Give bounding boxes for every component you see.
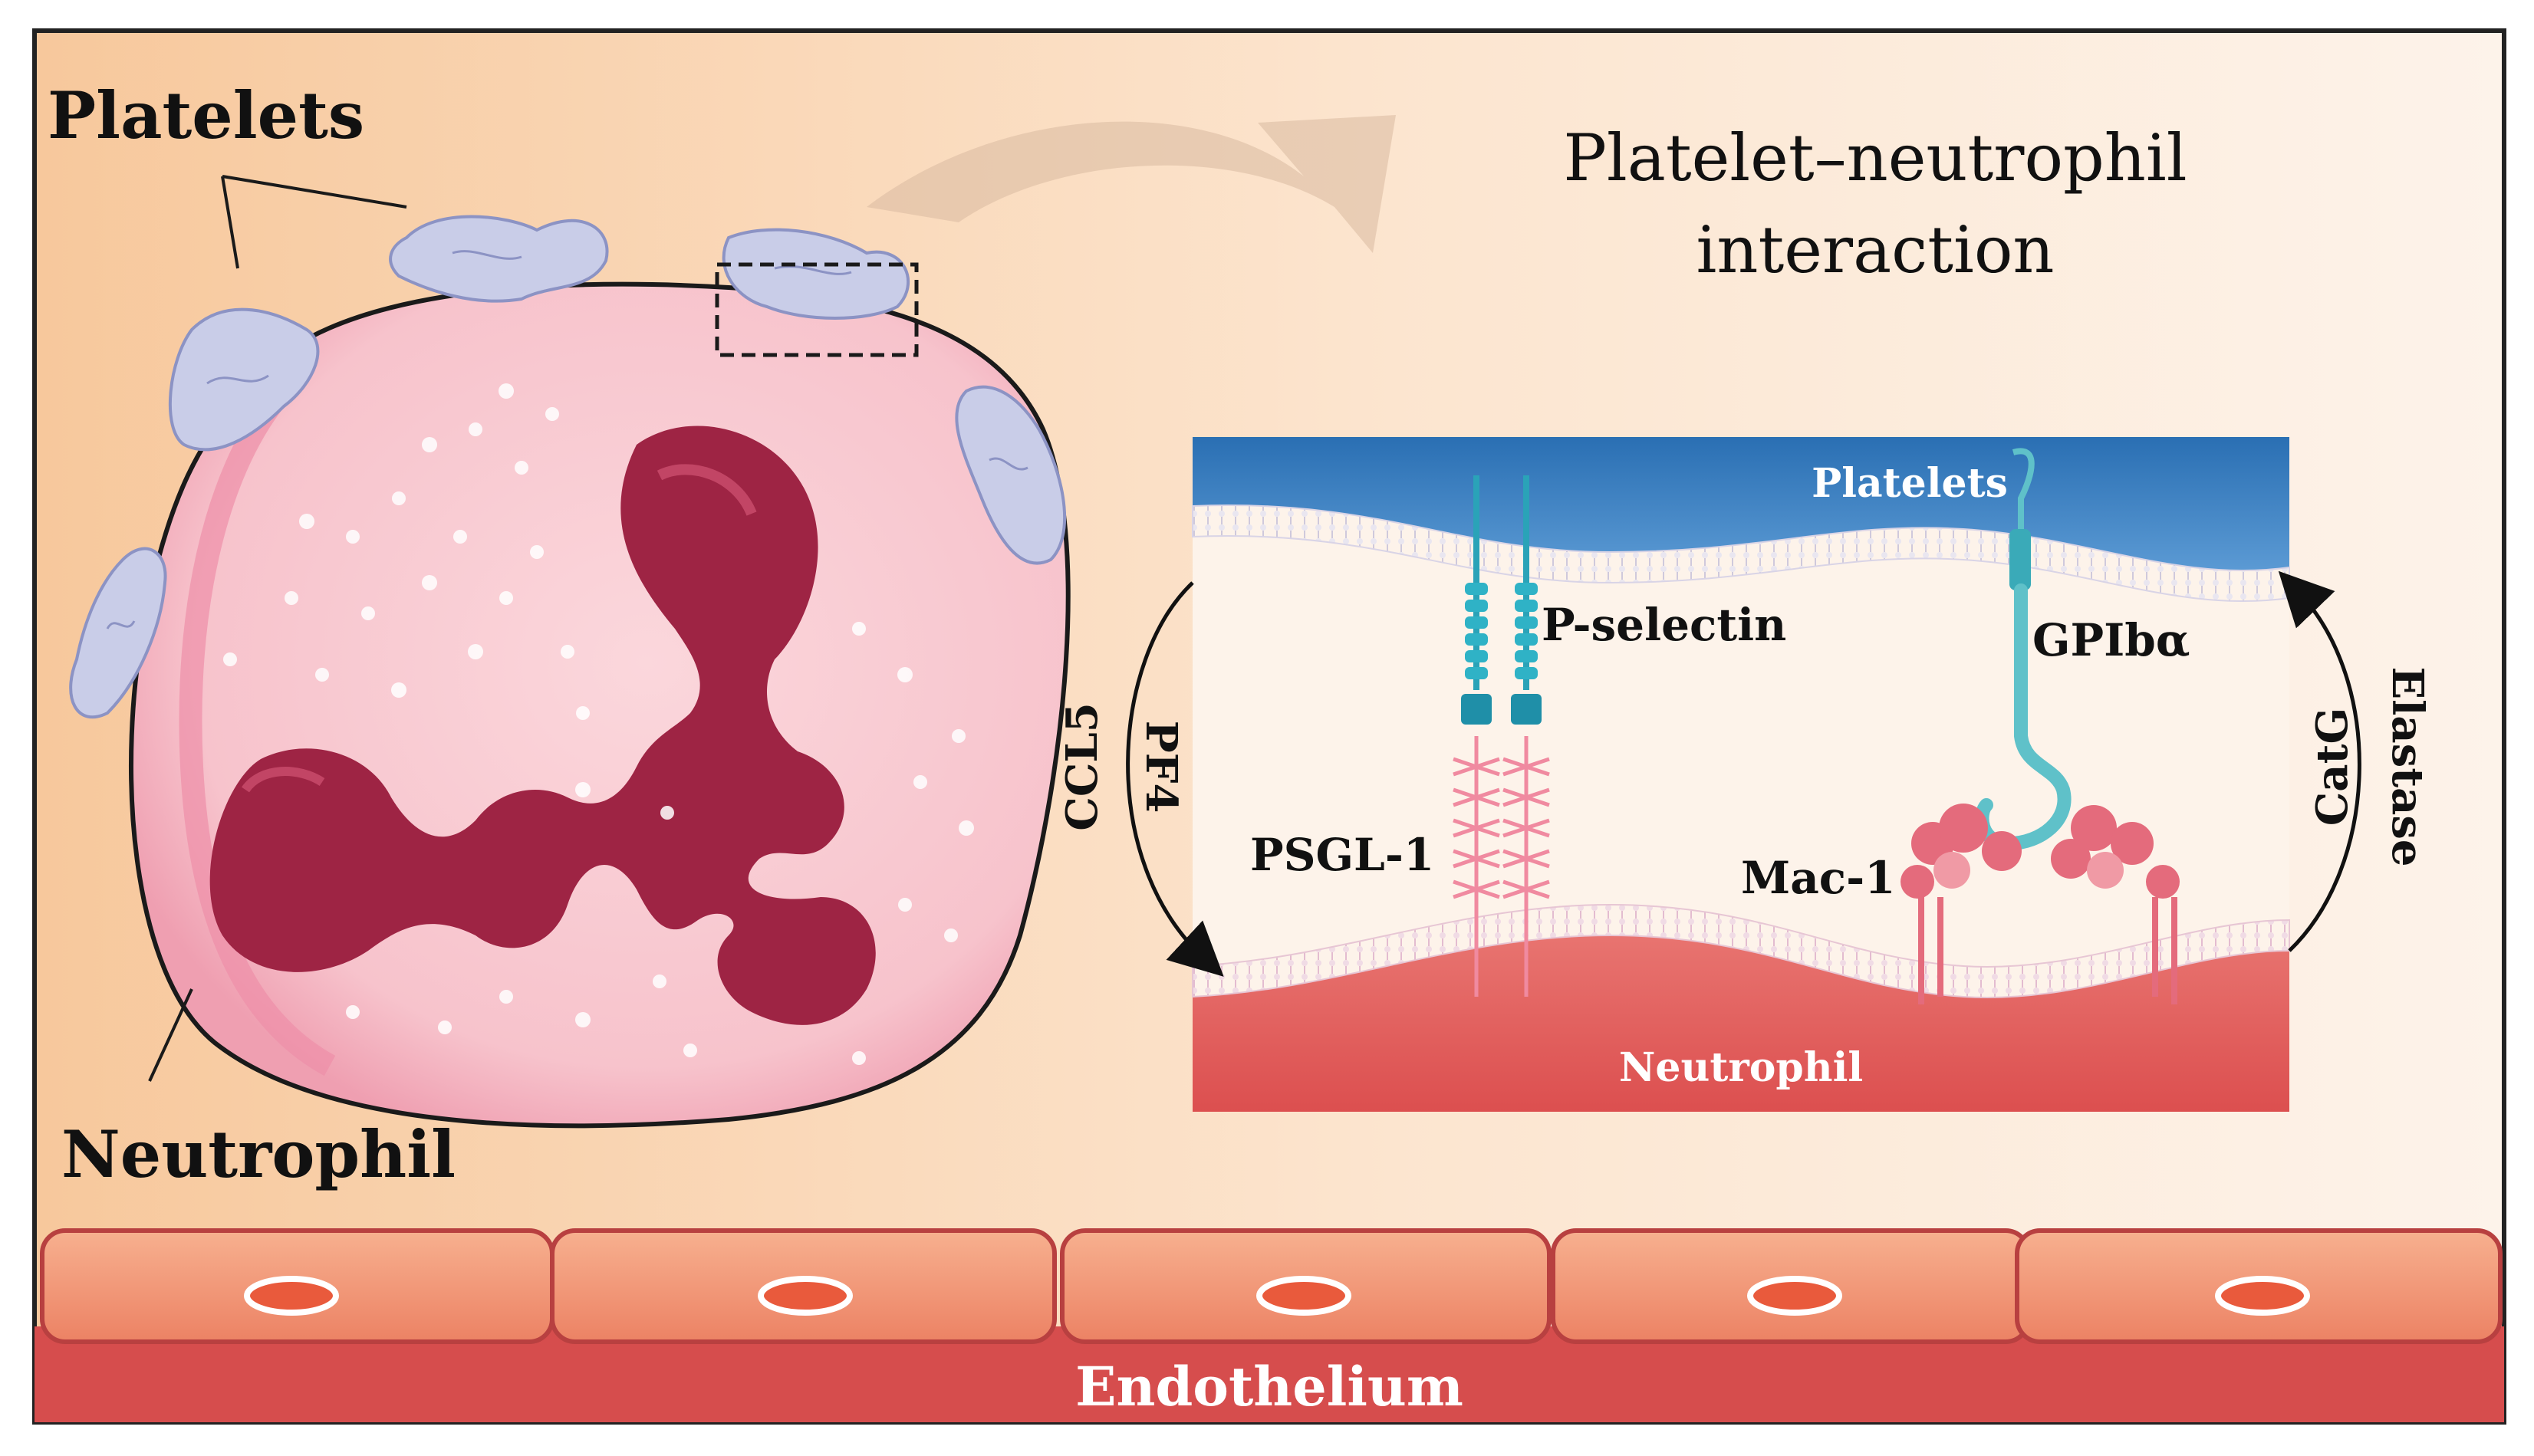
- label-pf4: PF4: [1136, 721, 1186, 813]
- endothelial-nuclei: [244, 1276, 2310, 1316]
- inset-platelet-band: [1193, 437, 2289, 571]
- label-platelets: Platelets: [48, 77, 364, 153]
- platelet: [389, 215, 609, 303]
- label-ccl5: CCL5: [1057, 702, 1107, 830]
- title-line-2: interaction: [1696, 212, 2054, 288]
- p-selectin-molecules: [1461, 475, 1542, 725]
- label-catg: CatG: [2307, 708, 2358, 827]
- granules: [223, 383, 974, 1065]
- inset-label-platelets: Platelets: [1812, 460, 2008, 507]
- label-elastase: Elastase: [2382, 666, 2433, 866]
- label-mac1: Mac-1: [1741, 852, 1896, 904]
- platelet: [69, 547, 167, 719]
- zoom-arrow: [867, 115, 1396, 253]
- psgl1-molecules: [1453, 736, 1550, 997]
- zoom-box: [715, 262, 919, 357]
- catg-elastase-arrow: [2278, 570, 2361, 952]
- label-leaders: [148, 175, 407, 1082]
- label-endothelium: Endothelium: [1075, 1355, 1463, 1418]
- neutrophil-cell: [129, 281, 1071, 1129]
- platelet: [722, 228, 910, 320]
- label-neutrophil: Neutrophil: [61, 1116, 456, 1192]
- ccl5-pf4-arrow: [1126, 581, 1224, 977]
- title-line-1: Platelet–neutrophil: [1563, 120, 2187, 196]
- mac1-molecules: [1900, 804, 2180, 1004]
- label-p-selectin: P-selectin: [1542, 599, 1786, 651]
- inset-neutrophil-band: [1193, 935, 2289, 1112]
- endothelium-layer: Endothelium: [35, 1228, 2504, 1422]
- label-gpiba: GPIbα: [2032, 614, 2190, 666]
- label-psgl1: PSGL-1: [1250, 829, 1434, 881]
- inset-label-neutrophil: Neutrophil: [1619, 1044, 1863, 1091]
- nucleus: [209, 426, 876, 1025]
- interaction-inset: Platelets Neutrophil P-selectin PSGL-1 G…: [1057, 437, 2433, 1112]
- platelet: [955, 385, 1067, 565]
